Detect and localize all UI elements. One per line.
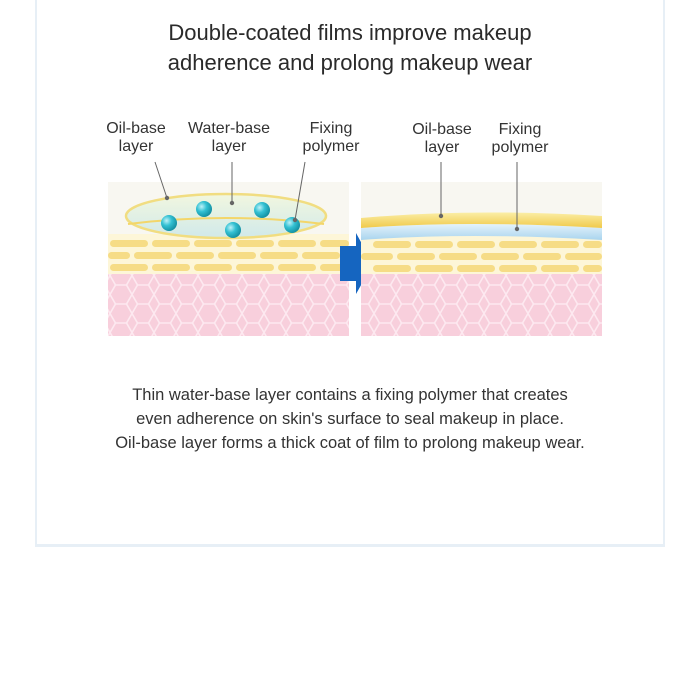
before-oil-base-label-line-1: Oil-base <box>106 120 166 137</box>
before-leader-dots <box>164 195 298 223</box>
after-leader-lines <box>440 162 518 229</box>
after-cell-layer <box>361 236 602 274</box>
before-water-base-label-line-2: layer <box>212 138 247 155</box>
before-oil-base-label-line-2: layer <box>119 138 154 155</box>
description-line-2: even adherence on skin's surface to seal… <box>136 410 564 428</box>
after-fixing-polymer-label-line-1: Fixing <box>499 121 542 138</box>
description-line-1: Thin water-base layer contains a fixing … <box>132 386 568 404</box>
before-water-base-label-line-1: Water-base <box>188 120 270 137</box>
diagram-title-line-2: adherence and prolong makeup wear <box>167 50 533 75</box>
before-fixing-polymer-label-line-1: Fixing <box>310 120 353 137</box>
before-panel <box>108 161 349 336</box>
transition-arrow-icon <box>340 233 373 294</box>
before-fixing-polymer-label-line-2: polymer <box>303 138 361 155</box>
before-labels: Oil-base layer Water-base layer Fixing p… <box>106 120 360 155</box>
after-fixing-polymer-label-line-2: polymer <box>492 139 550 156</box>
after-leader-dots <box>438 213 520 232</box>
after-oil-base-label-line-2: layer <box>425 139 460 156</box>
before-leader-lines <box>154 161 306 221</box>
before-oil-water-droplet <box>124 192 328 240</box>
diagram-title-line-1: Double-coated films improve makeup <box>168 20 532 45</box>
after-panel <box>361 162 602 336</box>
after-skin-layer <box>361 274 602 336</box>
after-oil-film <box>361 212 602 228</box>
after-oil-base-label-line-1: Oil-base <box>412 121 472 138</box>
before-skin-layer <box>108 274 349 336</box>
description-line-3: Oil-base layer forms a thick coat of fil… <box>115 434 585 452</box>
after-labels: Oil-base layer Fixing polymer <box>412 121 549 156</box>
before-water-film <box>127 217 325 225</box>
before-cell-layer <box>108 234 349 274</box>
after-water-film <box>361 224 602 240</box>
